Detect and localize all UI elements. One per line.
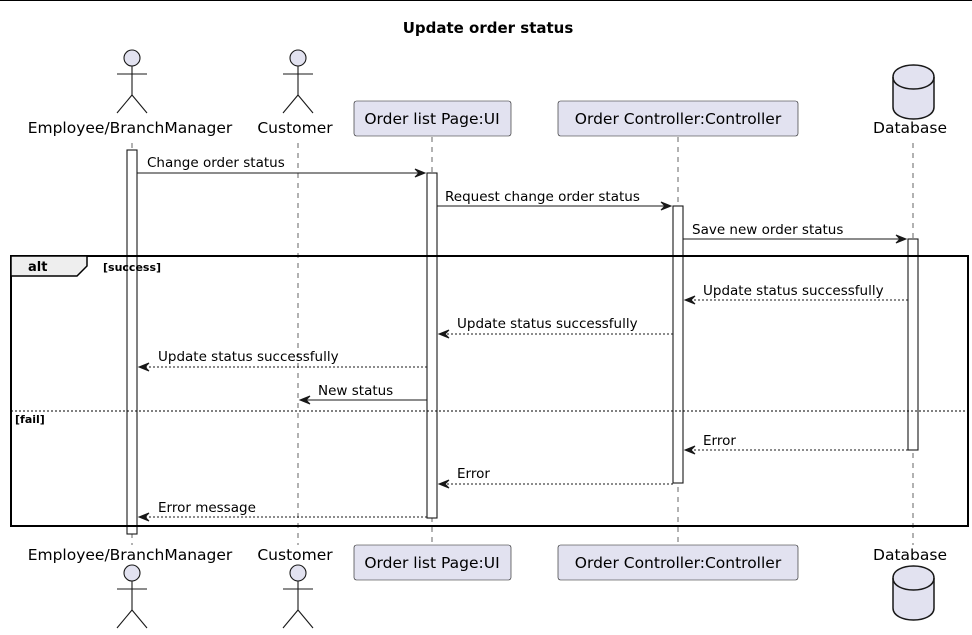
actor-head-icon <box>289 564 307 582</box>
alt-guard-fail: [fail] <box>15 413 45 426</box>
actor-head-icon <box>123 49 141 67</box>
actor-customer-bottom <box>282 564 314 629</box>
arrowhead-icon <box>683 295 696 305</box>
participant-box-order-controller-bottom <box>557 544 799 581</box>
actor-employee-top <box>116 49 148 114</box>
diagram-title: Update order status <box>403 19 574 37</box>
message-label-db-update-success: Update status successfully <box>703 283 884 299</box>
actor-leg-right <box>297 94 314 114</box>
message-label-change-order-status: Change order status <box>147 155 285 171</box>
activation-database <box>907 238 919 451</box>
activation-order-controller <box>672 205 684 484</box>
actor-employee-bottom <box>116 564 148 629</box>
database-cylinder-icon <box>892 565 935 621</box>
arrowhead-icon <box>414 168 427 178</box>
actor-leg-right <box>131 94 148 114</box>
actor-leg-left <box>116 94 133 114</box>
actor-leg-left <box>282 609 299 629</box>
participant-label-customer-top: Customer <box>257 119 333 137</box>
arrowhead-icon <box>683 445 696 455</box>
participant-box-order-list-ui-top <box>353 100 512 137</box>
participant-label-database-bottom: Database <box>873 546 947 564</box>
actor-customer-top <box>282 49 314 114</box>
message-label-save-new-order-status: Save new order status <box>692 222 843 238</box>
actor-leg-left <box>282 94 299 114</box>
alt-guard-success: [success] <box>103 261 161 274</box>
message-label-db-error: Error <box>703 433 736 449</box>
database-cylinder-rim <box>892 577 935 591</box>
arrowhead-icon <box>137 362 150 372</box>
participant-label-order-controller-top: Order Controller:Controller <box>575 110 782 128</box>
message-label-ctrl-error: Error <box>457 466 490 482</box>
message-label-ctrl-update-success: Update status successfully <box>457 316 638 332</box>
message-label-request-change-order-status: Request change order status <box>445 189 640 205</box>
participant-label-order-list-ui-bottom: Order list Page:UI <box>364 554 499 572</box>
activation-order-list-ui <box>426 172 438 519</box>
message-label-ui-update-success: Update status successfully <box>158 349 339 365</box>
actor-head-icon <box>123 564 141 582</box>
participant-box-order-controller-top <box>557 100 799 137</box>
database-cylinder-rim <box>892 76 935 90</box>
arrowhead-icon <box>298 395 311 405</box>
participant-label-order-controller-bottom: Order Controller:Controller <box>575 554 782 572</box>
alt-fragment-keyword: alt <box>28 260 47 275</box>
actor-leg-right <box>297 609 314 629</box>
arrowhead-icon <box>437 479 450 489</box>
participant-label-employee-bottom: Employee/BranchManager <box>28 546 233 564</box>
actor-leg-right <box>131 609 148 629</box>
arrowhead-icon <box>895 234 908 244</box>
alt-fragment-tab <box>10 255 88 277</box>
participant-label-employee-top: Employee/BranchManager <box>28 119 233 137</box>
database-cylinder-icon <box>892 64 935 120</box>
participant-label-order-list-ui-top: Order list Page:UI <box>364 110 499 128</box>
actor-leg-left <box>116 609 133 629</box>
message-label-error-message: Error message <box>158 500 256 516</box>
message-label-new-status: New status <box>318 383 393 399</box>
activation-employee <box>126 149 138 535</box>
participant-box-order-list-ui-bottom <box>353 544 512 581</box>
arrowhead-icon <box>660 201 673 211</box>
alt-fragment-frame <box>10 255 969 527</box>
participant-label-customer-bottom: Customer <box>257 546 333 564</box>
arrowhead-icon <box>137 512 150 522</box>
database-icon-top <box>892 64 935 120</box>
participant-label-database-top: Database <box>873 119 947 137</box>
actor-head-icon <box>289 49 307 67</box>
database-icon-bottom <box>892 565 935 621</box>
arrowhead-icon <box>437 329 450 339</box>
